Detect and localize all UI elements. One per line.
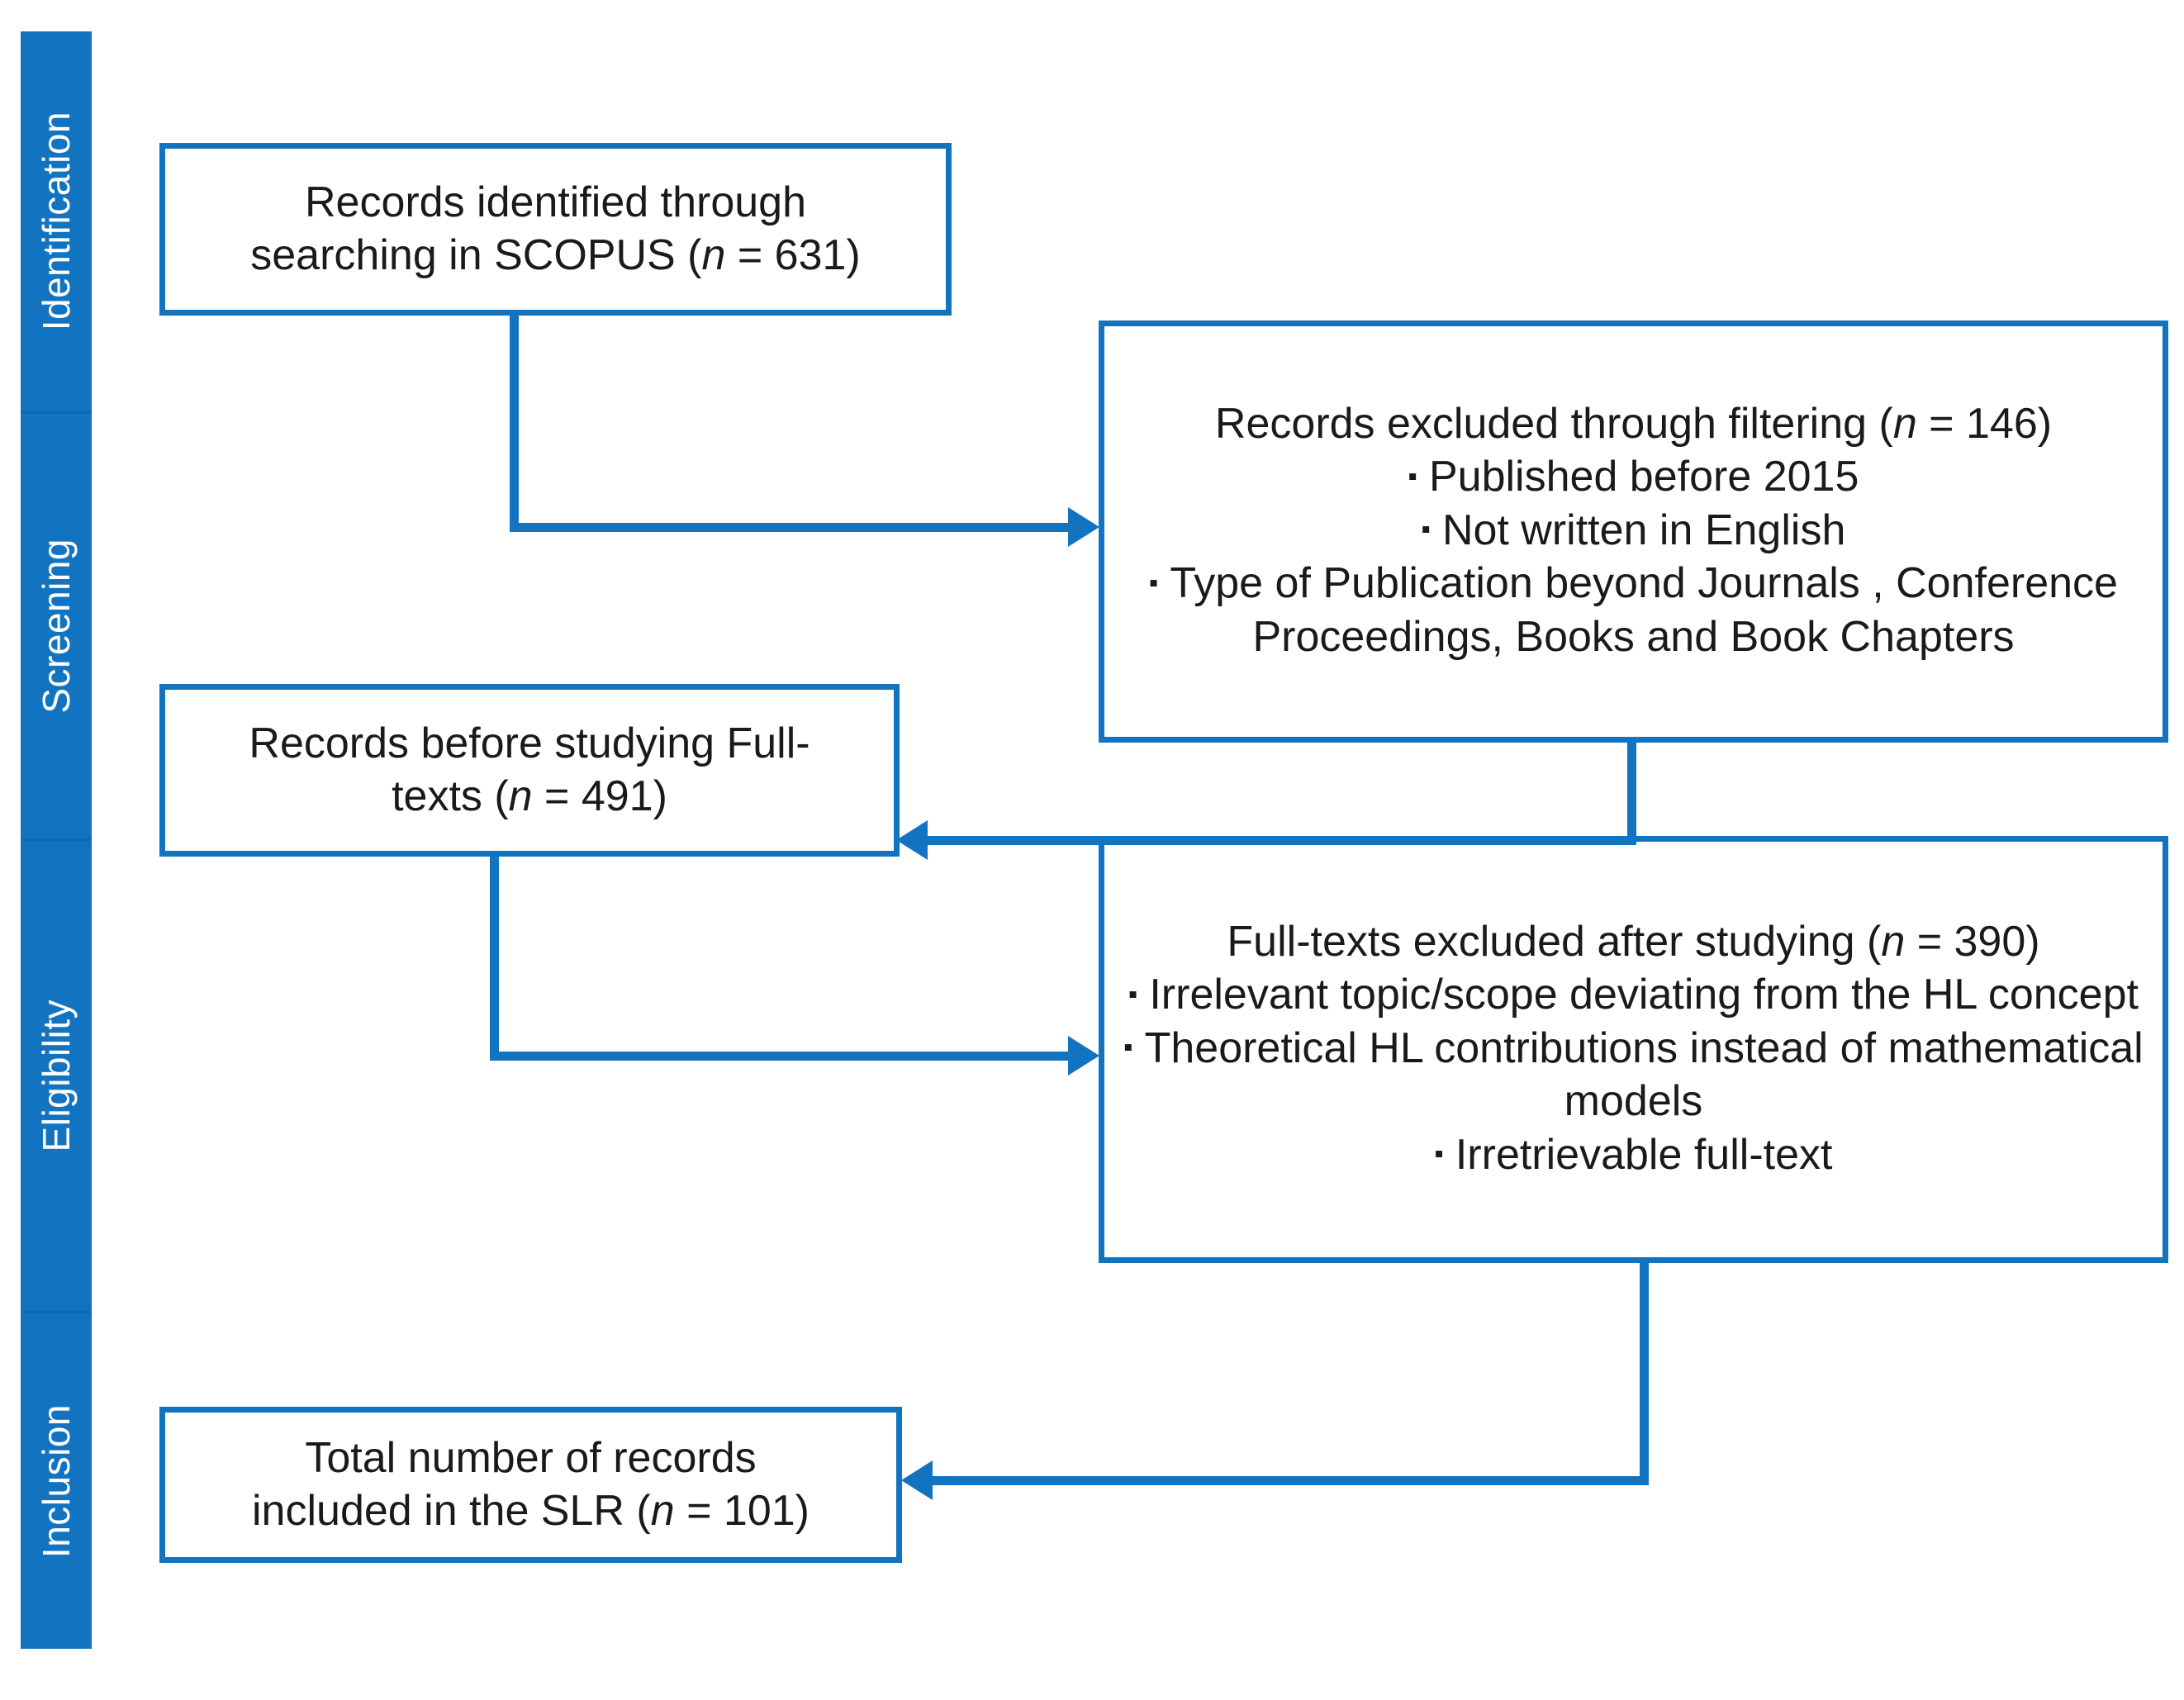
node-total-included-line2-post: = 101) (674, 1486, 810, 1535)
list-item-label: Irretrievable full-text (1455, 1130, 1833, 1179)
connector-identified-to-excluded-horizontal (510, 523, 1070, 532)
square-bullet-icon: ▪ (1128, 978, 1138, 1009)
square-bullet-icon: ▪ (1123, 1032, 1133, 1062)
node-records-before-fulltexts-line1: Records before studying Full- (249, 719, 810, 768)
italic-n: n (650, 1486, 675, 1535)
node-records-excluded-title-pre: Records excluded through filtering ( (1214, 399, 1893, 448)
node-fulltexts-excluded: Full-texts excluded after studying (n = … (1099, 836, 2168, 1263)
node-fulltexts-excluded-title: Full-texts excluded after studying (n = … (1118, 916, 2149, 968)
phase-label-eligibility: Eligibility (35, 1000, 78, 1152)
phase-segment-eligibility: Eligibility (21, 838, 92, 1311)
node-records-before-fulltexts-line2-post: = 491) (532, 772, 667, 820)
phase-segment-identification: Identification (21, 31, 92, 411)
arrowhead-fulltext-excluded-to-total (901, 1460, 933, 1500)
arrowhead-excluded-to-before (896, 820, 928, 860)
connector-excluded-to-before-vertical (1627, 738, 1636, 845)
list-item: ▪ Theoretical HL contributions instead of… (1118, 1022, 2149, 1128)
node-records-before-fulltexts-line2: texts (n = 491) (178, 771, 881, 823)
node-records-identified-line2-post: = 631) (725, 230, 861, 279)
italic-n: n (701, 230, 726, 279)
node-total-included-line2-pre: included in the SLR ( (252, 1486, 651, 1535)
arrowhead-before-to-fulltext-excluded (1068, 1036, 1099, 1076)
connector-before-to-fulltext-excluded-horizontal (490, 1052, 1070, 1061)
phase-label-identification: Identification (35, 112, 78, 331)
node-fulltexts-excluded-title-post: = 390) (1905, 917, 2040, 966)
node-fulltexts-excluded-bullet-list: ▪ Irrelevant topic/scope deviating from t… (1118, 968, 2149, 1181)
node-records-identified-line2-pre: searching in SCOPUS ( (250, 230, 702, 279)
list-item: ▪ Published before 2015 (1118, 450, 2149, 503)
node-fulltexts-excluded-title-pre: Full-texts excluded after studying ( (1227, 917, 1882, 966)
italic-n: n (1881, 917, 1906, 966)
connector-excluded-to-before-horizontal (927, 836, 1636, 845)
phase-segment-inclusion: Inclusion (21, 1311, 92, 1649)
node-records-identified-line2: searching in SCOPUS (n = 631) (178, 230, 933, 282)
connector-identified-to-excluded-vertical (510, 316, 519, 532)
node-records-before-fulltexts: Records before studying Full- texts (n =… (159, 684, 900, 857)
connector-before-to-fulltext-excluded-vertical (490, 852, 499, 1061)
node-total-included: Total number of records included in the … (159, 1407, 902, 1563)
italic-n: n (508, 772, 533, 820)
node-records-excluded-bullet-list: ▪ Published before 2015 ▪ Not written in E… (1118, 450, 2149, 663)
node-records-excluded-title: Records excluded through filtering (n = … (1118, 398, 2149, 450)
list-item: ▪ Not written in English (1118, 504, 2149, 557)
list-item-label: Not written in English (1441, 506, 1846, 554)
node-records-excluded-title-post: = 146) (1916, 399, 2053, 448)
square-bullet-icon: ▪ (1434, 1138, 1444, 1169)
list-item-label: Theoretical HL contributions instead of … (1144, 1023, 2144, 1126)
list-item: ▪ Type of Publication beyond Journals , C… (1118, 557, 2149, 663)
square-bullet-icon: ▪ (1408, 460, 1417, 491)
node-total-included-line2: included in the SLR (n = 101) (178, 1485, 883, 1537)
list-item-label: Type of Publication beyond Journals , Co… (1170, 559, 2118, 661)
node-records-identified-line1: Records identified through (304, 178, 807, 227)
list-item-label: Irrelevant topic/scope deviating from th… (1149, 971, 2139, 1019)
connector-fulltext-excluded-to-total-vertical (1640, 1258, 1649, 1485)
phase-label-screening: Screening (35, 539, 78, 714)
italic-n: n (1892, 399, 1917, 448)
node-records-before-fulltexts-line2-pre: texts ( (392, 772, 509, 820)
arrowhead-identified-to-excluded (1068, 507, 1099, 547)
square-bullet-icon: ▪ (1421, 514, 1431, 544)
node-total-included-line1: Total number of records (305, 1434, 757, 1483)
phase-label-inclusion: Inclusion (35, 1403, 78, 1559)
list-item-label: Published before 2015 (1428, 453, 1859, 501)
node-records-identified: Records identified through searching in … (159, 143, 952, 316)
square-bullet-icon: ▪ (1149, 567, 1159, 597)
phase-segment-screening: Screening (21, 411, 92, 838)
node-records-excluded: Records excluded through filtering (n = … (1099, 321, 2168, 743)
list-item: ▪ Irretrievable full-text (1118, 1128, 2149, 1181)
phase-rail: Identification Screening Eligibility Inc… (21, 31, 92, 1649)
list-item: ▪ Irrelevant topic/scope deviating from t… (1118, 968, 2149, 1021)
connector-fulltext-excluded-to-total-horizontal (932, 1476, 1649, 1485)
